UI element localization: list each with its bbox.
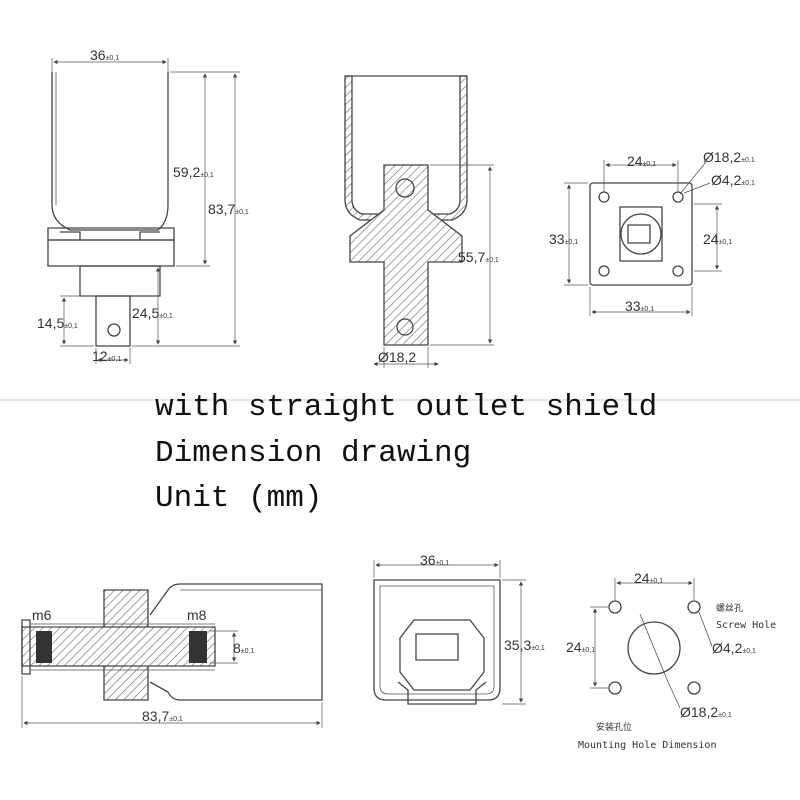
caption-line-1: with straight outlet shield [155,390,657,425]
tl-body-height-value: 59,2 [173,164,200,180]
br-mount-cn: 安装孔位 [596,721,632,733]
svg-text:14,5±0,1: 14,5±0,1 [37,315,78,331]
br-hole-spacing-v-value: 24 [566,639,582,655]
tr-hole-spacing-value: 24 [627,153,643,169]
svg-text:59,2±0,1: 59,2±0,1 [173,164,214,180]
tl-stem-height-value: 14,5 [37,315,64,331]
svg-text:35,3±0,1: 35,3±0,1 [504,637,545,653]
svg-text:Ø18,2±0,1: Ø18,2±0,1 [680,704,732,720]
svg-text:8±0,1: 8±0,1 [233,640,254,656]
bottom-left-section-view: m6 m8 8±0,1 83,7±0,1 [22,584,322,728]
svg-text:83,7±0,1: 83,7±0,1 [208,201,249,217]
svg-text:24±0,1: 24±0,1 [634,570,663,586]
tr-square-width-value: 33 [625,298,641,314]
svg-text:36±0,1: 36±0,1 [420,552,449,568]
caption-line-3: Unit (mm) [155,481,322,516]
tl-total-height-value: 83,7 [208,201,235,217]
tr-outer-diameter-value: Ø18,2 [703,149,741,165]
br-hole-diameter-value: Ø4,2 [712,640,743,656]
svg-text:Ø4,2±0,1: Ø4,2±0,1 [712,640,756,656]
svg-text:83,7±0,1: 83,7±0,1 [142,708,183,724]
svg-text:Ø4,2±0,1: Ø4,2±0,1 [711,172,755,188]
svg-text:12±0,1: 12±0,1 [92,348,121,364]
top-left-side-view: 36±0,1 59,2±0,1 83,7±0,1 14,5±0,1 24,5±0… [37,47,249,364]
br-mount-en: Mounting Hole Dimension [578,740,716,751]
tr-hole-diameter-value: Ø4,2 [711,172,742,188]
br-screw-hole-en: Screw Hole [716,620,776,631]
svg-text:24±0,1: 24±0,1 [703,231,732,247]
svg-text:33±0,1: 33±0,1 [625,298,654,314]
bl-thread-depth-value: 8 [233,640,241,656]
br-screw-hole-cn: 螺丝孔 [716,602,743,614]
svg-text:Ø18,2±0,1: Ø18,2±0,1 [703,149,755,165]
tl-lower-height-value: 24,5 [132,305,159,321]
bm-width-value: 36 [420,552,436,568]
svg-text:55,7±0,1: 55,7±0,1 [458,249,499,265]
bl-thread-right-label: m8 [187,607,207,623]
top-middle-section-view: 55,7±0,1 Ø18,2 [345,76,499,368]
tm-diameter-value: Ø18,2 [378,349,416,365]
tl-width-top-value: 36 [90,47,106,63]
tr-vertical-spacing-value: 24 [703,231,719,247]
tm-section-height-value: 55,7 [458,249,485,265]
top-right-front-view: 24±0,1 Ø18,2±0,1 Ø4,2±0,1 33±0,1 24±0,1 … [549,149,755,316]
bm-height-value: 35,3 [504,637,531,653]
svg-text:36±0,1: 36±0,1 [90,47,119,63]
caption-line-2: Dimension drawing [155,436,471,471]
br-center-diameter-value: Ø18,2 [680,704,718,720]
bl-thread-left-label: m6 [32,607,52,623]
svg-text:33±0,1: 33±0,1 [549,231,578,247]
tl-stem-width-value: 12 [92,348,108,364]
svg-text:24±0,1: 24±0,1 [627,153,656,169]
svg-text:24,5±0,1: 24,5±0,1 [132,305,173,321]
bottom-middle-front-view: 36±0,1 35,3±0,1 [374,552,545,704]
caption: with straight outlet shield Dimension dr… [155,390,657,516]
bottom-right-mounting-view: 24±0,1 24±0,1 螺丝孔 Screw Hole Ø4,2±0,1 Ø1… [566,570,776,751]
br-hole-spacing-h-value: 24 [634,570,650,586]
bl-total-length-value: 83,7 [142,708,169,724]
tr-square-height-value: 33 [549,231,565,247]
svg-text:24±0,1: 24±0,1 [566,639,595,655]
